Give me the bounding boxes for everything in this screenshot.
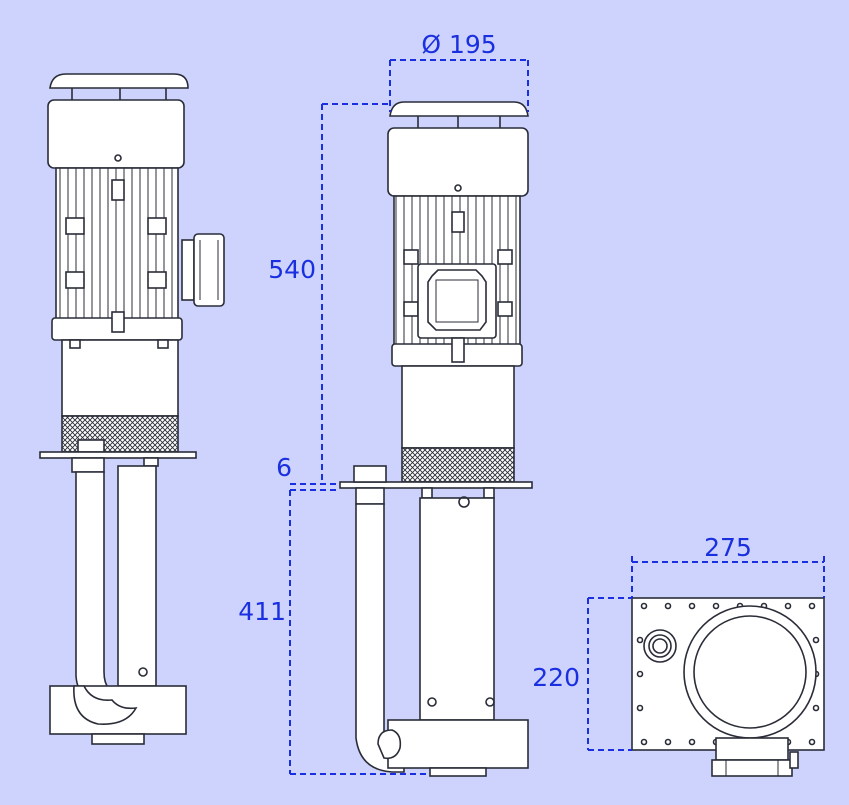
front-mesh-band — [401, 447, 515, 483]
side-coupling-housing — [61, 339, 179, 417]
dim-total-height: 540 — [268, 255, 316, 284]
dim-base-depth: 220 — [532, 663, 580, 692]
dim-base-width: 275 — [704, 533, 752, 562]
front-flange — [339, 481, 533, 489]
dim-flange-thickness: 6 — [276, 453, 292, 482]
dim-immersion-depth: 411 — [238, 597, 286, 626]
front-view — [339, 101, 533, 777]
front-pump-column — [419, 497, 495, 721]
dim-line-flange-thickness — [290, 483, 340, 491]
side-view — [39, 73, 225, 745]
dim-line-base-depth — [587, 597, 632, 751]
dim-fan-diameter: Ø 195 — [421, 30, 496, 59]
front-terminal-box — [417, 263, 497, 339]
dim-line-fan-diameter — [389, 59, 529, 112]
dim-line-immersion-depth — [289, 490, 430, 775]
side-cable-gland — [193, 233, 225, 307]
side-pump-column — [117, 465, 157, 687]
front-coupling-housing — [401, 365, 515, 449]
top-motor-outline — [683, 605, 817, 739]
side-flange — [39, 451, 197, 459]
front-pump-base — [387, 719, 529, 769]
dim-line-total-height — [321, 103, 390, 484]
front-motor-head — [387, 127, 529, 197]
top-bottom-nozzle — [715, 737, 789, 761]
dimension-lines — [289, 59, 825, 775]
dim-line-base-width — [631, 556, 825, 598]
side-motor-head — [47, 99, 185, 169]
side-discharge-pipe — [75, 471, 125, 707]
side-fan-cap — [49, 73, 189, 89]
front-fan-cap — [389, 101, 529, 117]
top-view — [631, 597, 825, 777]
